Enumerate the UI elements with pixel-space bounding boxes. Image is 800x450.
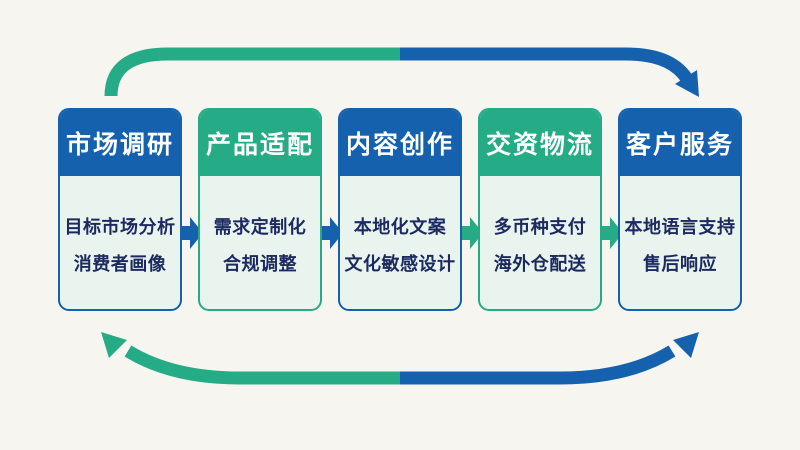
stage-item: 消费者画像 [73, 253, 167, 274]
stage-header: 客户服务 [620, 110, 740, 176]
stage-body: 需求定制化 合规调整 [200, 176, 320, 309]
stage-body: 本地语言支持 售后响应 [620, 176, 740, 309]
stage-item: 合规调整 [223, 253, 297, 274]
flow-stage-row: 市场调研 目标市场分析 消费者画像 产品适配 需求定制化 合规调整 内容创作 本… [58, 108, 742, 311]
stage-body: 目标市场分析 消费者画像 [60, 176, 180, 309]
stage-item: 本地语言支持 [624, 216, 736, 237]
stage-header: 交资物流 [480, 110, 600, 176]
bottom-right-arrowhead-icon [673, 332, 699, 358]
stage-item: 海外仓配送 [493, 253, 587, 274]
stage-header: 内容创作 [340, 110, 460, 176]
stage-item: 目标市场分析 [64, 216, 176, 237]
stage-title: 交资物流 [485, 131, 594, 159]
stage-item: 售后响应 [643, 253, 717, 274]
stage-title: 产品适配 [205, 131, 314, 159]
bottom-left-arrowhead-icon [101, 332, 127, 358]
stage-card-payment-logistics: 交资物流 多币种支付 海外仓配送 [478, 108, 602, 311]
stage-header: 市场调研 [60, 110, 180, 176]
stage-title: 市场调研 [65, 131, 174, 159]
stage-body: 本地化文案 文化敏感设计 [340, 176, 460, 309]
stage-item: 文化敏感设计 [344, 253, 456, 274]
stage-title: 客户服务 [625, 131, 734, 159]
bottom-cycle-arrow-icon [101, 332, 699, 385]
stage-card-product-adaptation: 产品适配 需求定制化 合规调整 [198, 108, 322, 311]
top-arrowhead-icon [675, 70, 699, 97]
stage-card-market-research: 市场调研 目标市场分析 消费者画像 [58, 108, 182, 311]
stage-item: 多币种支付 [493, 216, 587, 237]
stage-card-customer-service: 客户服务 本地语言支持 售后响应 [618, 108, 742, 311]
stage-card-content-creation: 内容创作 本地化文案 文化敏感设计 [338, 108, 462, 311]
stage-header: 产品适配 [200, 110, 320, 176]
stage-title: 内容创作 [345, 131, 454, 159]
stage-item: 本地化文案 [353, 216, 447, 237]
stage-body: 多币种支付 海外仓配送 [480, 176, 600, 309]
top-cycle-arrow-icon [104, 47, 699, 97]
stage-item: 需求定制化 [213, 216, 307, 237]
